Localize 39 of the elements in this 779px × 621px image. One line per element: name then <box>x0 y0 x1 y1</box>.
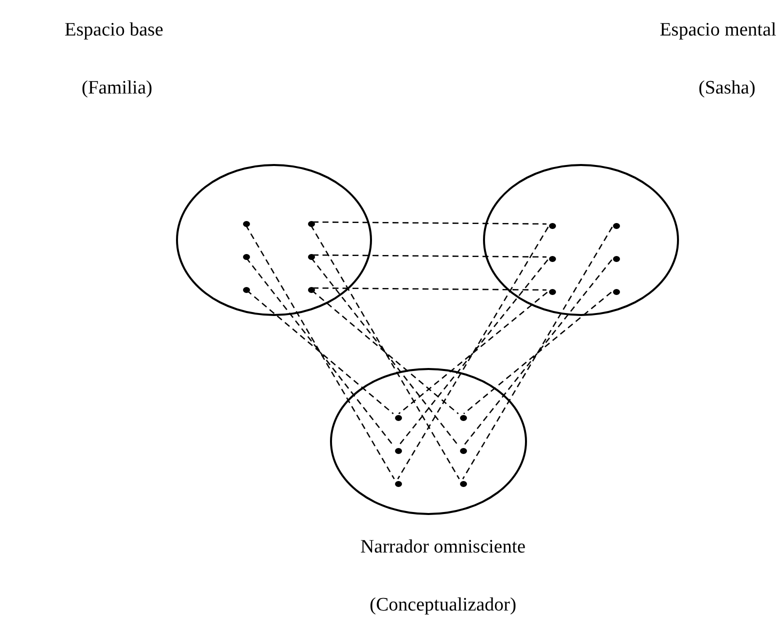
point-dot <box>394 415 402 421</box>
dashed-connector <box>310 224 460 480</box>
point-dot <box>242 287 250 293</box>
dashed-connector <box>397 226 549 480</box>
point-dot <box>612 223 620 229</box>
dashed-connector <box>246 257 394 447</box>
dashed-connector <box>312 221 546 225</box>
point-dot <box>394 448 402 454</box>
point-dot <box>612 289 620 295</box>
dashed-connector <box>312 287 546 291</box>
point-dot <box>460 481 466 487</box>
dashed-connector <box>312 254 546 258</box>
mental-space-ellipse <box>176 164 372 316</box>
dashed-connector <box>245 224 395 480</box>
point-dot <box>242 221 250 227</box>
dashed-connector <box>462 226 613 480</box>
dashed-connector <box>463 292 612 414</box>
space-caption: Espacio base <box>64 20 164 40</box>
point-dot <box>612 256 620 262</box>
point-dot <box>394 481 402 487</box>
point-dot <box>548 289 556 295</box>
point-dot <box>548 256 556 262</box>
dashed-connector <box>462 259 612 447</box>
point-dot <box>460 448 466 454</box>
dashed-connector <box>398 292 548 414</box>
space-caption: (Conceptualizador) <box>370 596 516 614</box>
dashed-connector <box>398 259 548 447</box>
point-dot <box>548 223 556 229</box>
point-dot <box>242 254 250 260</box>
dashed-connector <box>310 257 460 447</box>
space-caption: (Sasha) <box>698 78 756 98</box>
space-caption: Espacio mental <box>660 20 776 40</box>
dashed-connector <box>246 290 394 414</box>
space-caption: Narrador omnisciente <box>360 538 526 556</box>
dashed-connector <box>311 290 459 414</box>
mental-space-ellipse <box>483 164 679 316</box>
space-caption: (Familia) <box>82 78 152 98</box>
mental-space-ellipse <box>330 368 527 515</box>
point-dot <box>460 415 466 421</box>
